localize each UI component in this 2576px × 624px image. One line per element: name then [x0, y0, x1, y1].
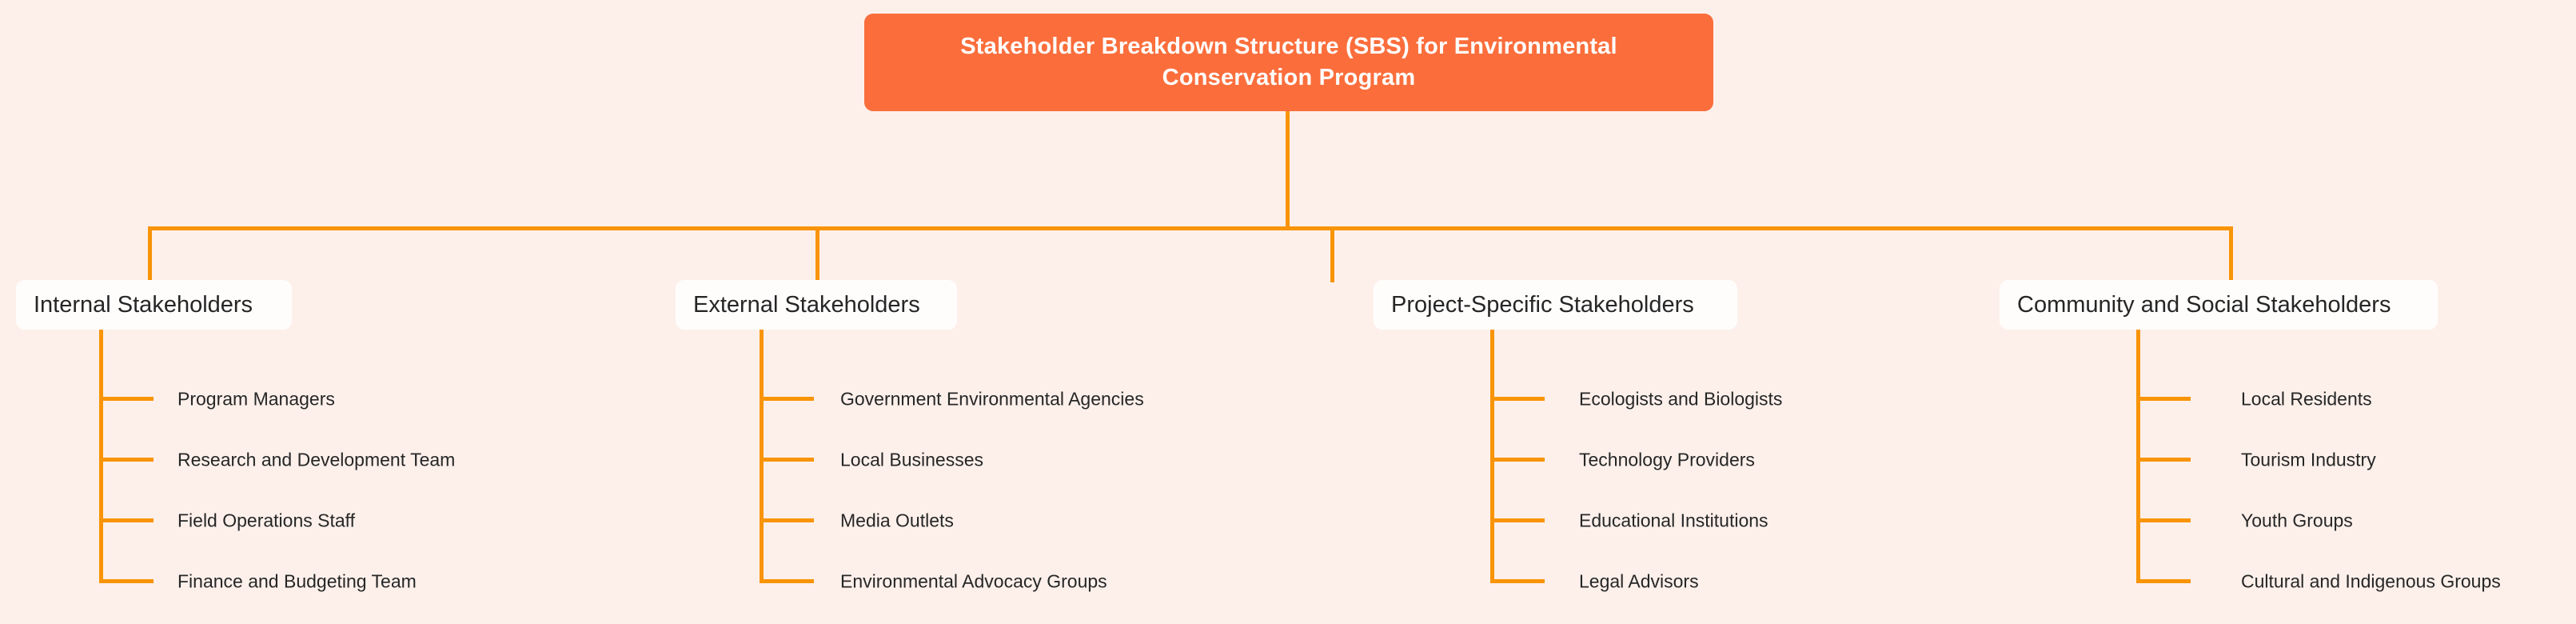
- leaf-stub-3-1: [1490, 397, 1545, 401]
- leaf-stub-1-2: [99, 458, 154, 462]
- leaf-stub-1-3: [99, 518, 154, 522]
- leaf-node-label[interactable]: Youth Groups: [2241, 510, 2353, 531]
- root-node-title: Stakeholder Breakdown Structure (SBS) fo…: [960, 33, 1617, 90]
- leaf-stub-1-4: [99, 579, 154, 583]
- leaf-node-label[interactable]: Ecologists and Biologists: [1579, 388, 1783, 410]
- branch-drop-connector-1: [148, 226, 152, 282]
- leaf-node-label[interactable]: Educational Institutions: [1579, 510, 1769, 531]
- branch-drop-connector-2: [815, 226, 819, 282]
- leaf-stub-2-1: [760, 397, 814, 401]
- leaf-node-label[interactable]: Technology Providers: [1579, 449, 1755, 470]
- leaf-stub-3-2: [1490, 458, 1545, 462]
- leaf-spine-1: [99, 330, 103, 582]
- branch-drop-connector-3: [1330, 226, 1334, 282]
- leaf-stub-4-1: [2136, 397, 2191, 401]
- branch-node-label: External Stakeholders: [693, 291, 920, 318]
- leaf-node-label[interactable]: Research and Development Team: [177, 449, 456, 470]
- leaf-stub-4-3: [2136, 518, 2191, 522]
- branch-node-label: Community and Social Stakeholders: [2017, 291, 2391, 318]
- leaf-spine-3: [1490, 330, 1494, 582]
- branch-node-internal-stakeholders[interactable]: Internal Stakeholders: [16, 280, 292, 330]
- branch-node-label: Project-Specific Stakeholders: [1391, 291, 1694, 318]
- leaf-node-label[interactable]: Cultural and Indigenous Groups: [2241, 570, 2501, 592]
- leaf-node-label[interactable]: Local Businesses: [840, 449, 983, 470]
- branch-node-community-and-social-stakeholders[interactable]: Community and Social Stakeholders: [2000, 280, 2438, 330]
- branch-drop-connector-4: [2229, 226, 2233, 282]
- leaf-node-label[interactable]: Local Residents: [2241, 388, 2372, 410]
- leaf-stub-3-4: [1490, 579, 1545, 583]
- leaf-stub-4-2: [2136, 458, 2191, 462]
- leaf-spine-4: [2136, 330, 2140, 582]
- leaf-node-label[interactable]: Finance and Budgeting Team: [177, 570, 417, 592]
- leaf-node-label[interactable]: Program Managers: [177, 388, 335, 410]
- root-node[interactable]: Stakeholder Breakdown Structure (SBS) fo…: [864, 14, 1713, 111]
- root-drop-connector: [1286, 111, 1290, 230]
- branch-node-label: Internal Stakeholders: [34, 291, 253, 318]
- leaf-node-label[interactable]: Tourism Industry: [2241, 449, 2376, 470]
- leaf-stub-2-3: [760, 518, 814, 522]
- leaf-spine-2: [760, 330, 764, 582]
- leaf-stub-2-4: [760, 579, 814, 583]
- leaf-stub-2-2: [760, 458, 814, 462]
- leaf-stub-4-4: [2136, 579, 2191, 583]
- leaf-node-label[interactable]: Field Operations Staff: [177, 510, 356, 531]
- leaf-stub-1-1: [99, 397, 154, 401]
- leaf-node-label[interactable]: Legal Advisors: [1579, 570, 1699, 592]
- leaf-node-label[interactable]: Media Outlets: [840, 510, 954, 531]
- leaf-node-label[interactable]: Environmental Advocacy Groups: [840, 570, 1107, 592]
- branch-bus-connector: [148, 226, 2233, 230]
- leaf-stub-3-3: [1490, 518, 1545, 522]
- branch-node-project-specific-stakeholders[interactable]: Project-Specific Stakeholders: [1374, 280, 1737, 330]
- leaf-node-label[interactable]: Government Environmental Agencies: [840, 388, 1144, 410]
- branch-node-external-stakeholders[interactable]: External Stakeholders: [676, 280, 957, 330]
